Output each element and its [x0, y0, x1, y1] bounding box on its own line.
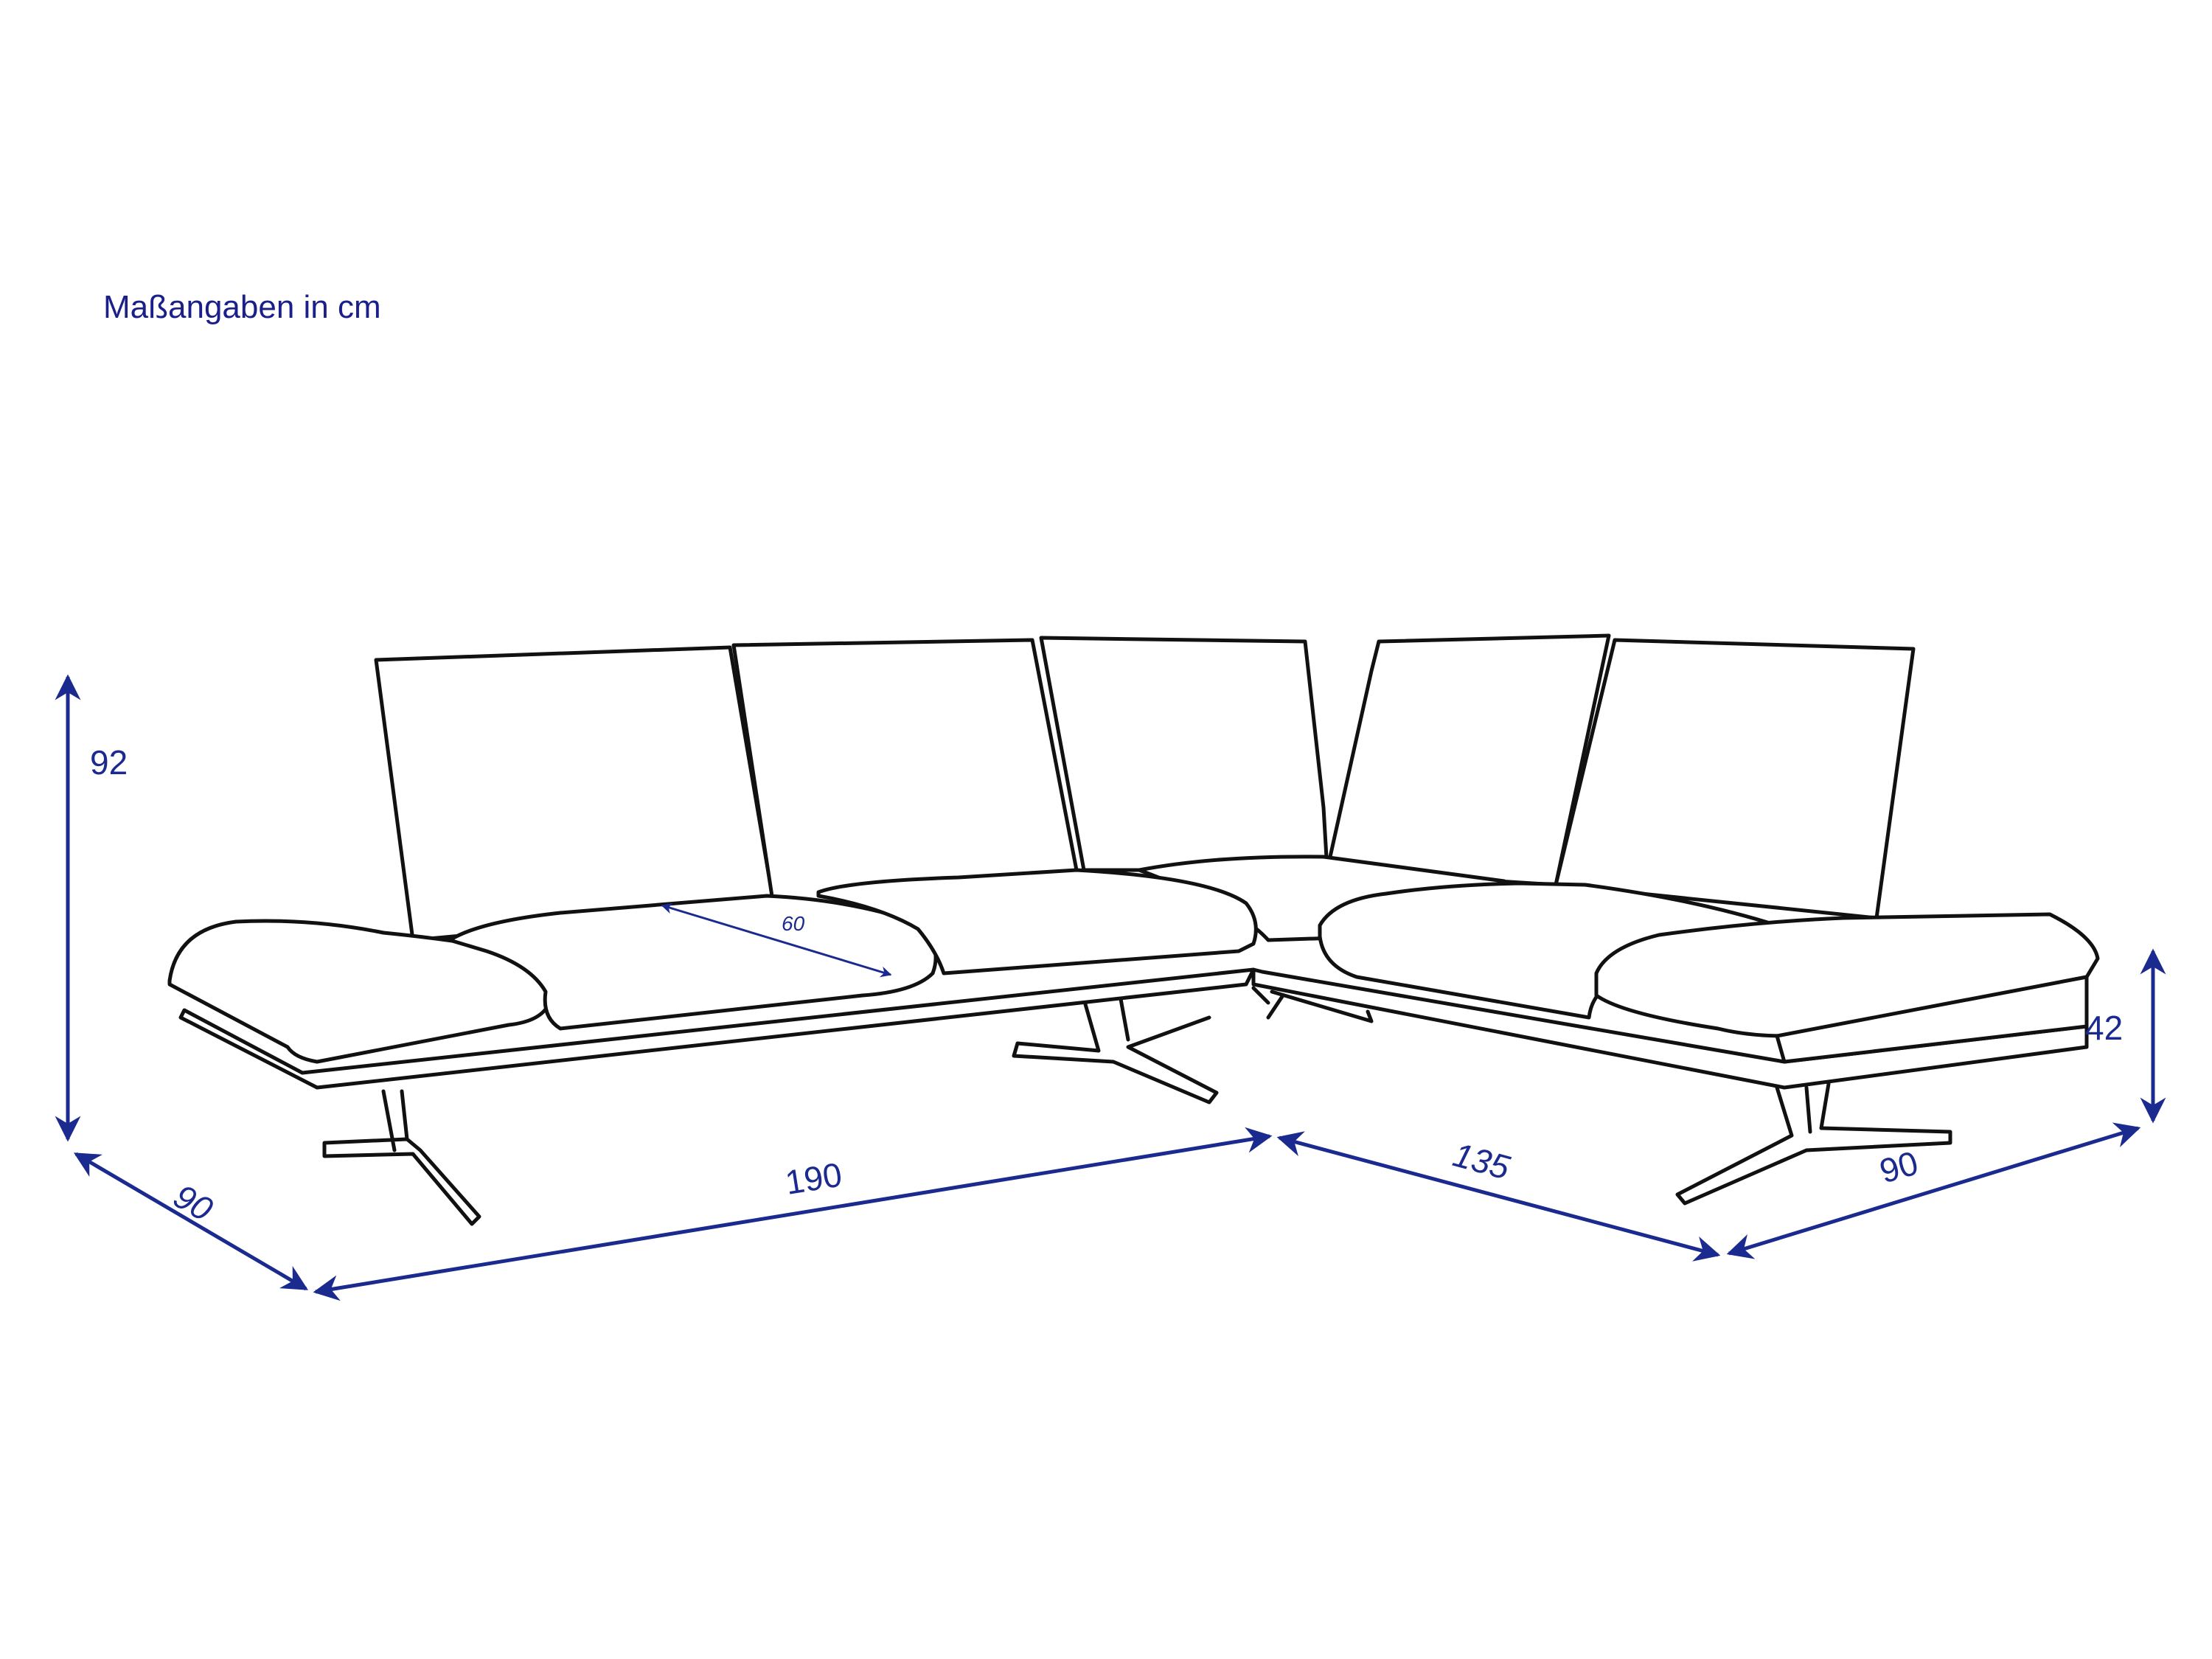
dimension-lines: [55, 674, 2166, 1301]
dim-seat-depth-line: [661, 902, 892, 978]
dim-depth-right-line: [1726, 1122, 2141, 1259]
backrest-3: [1039, 636, 1329, 872]
base-right: [1251, 967, 2089, 1090]
label-seat-height: 42: [2085, 1009, 2123, 1047]
label-width-right: 135: [1449, 1135, 1514, 1186]
seat-cushion-3: [816, 868, 1258, 975]
label-width-left: 190: [782, 1155, 844, 1202]
label-depth-left: 90: [167, 1177, 220, 1229]
dim-width-right-line: [1276, 1131, 1721, 1262]
seat-front-right: [1775, 975, 2089, 1064]
backrest-2: [731, 638, 1079, 913]
label-depth-right: 90: [1875, 1144, 1922, 1191]
label-height-total: 92: [90, 743, 128, 782]
dim-depth-left-line: [73, 1152, 309, 1291]
sofa-outline: [167, 633, 2100, 1226]
backrest-5: [1554, 638, 1916, 920]
seat-cushion-4: [1318, 881, 1779, 1020]
units-caption: Maßangaben in cm: [103, 289, 381, 325]
backrest-1: [374, 645, 776, 942]
label-seat-depth: 60: [782, 912, 805, 935]
dim-width-left-line: [313, 1127, 1273, 1301]
seat-cushion-5: [1594, 912, 2100, 1038]
